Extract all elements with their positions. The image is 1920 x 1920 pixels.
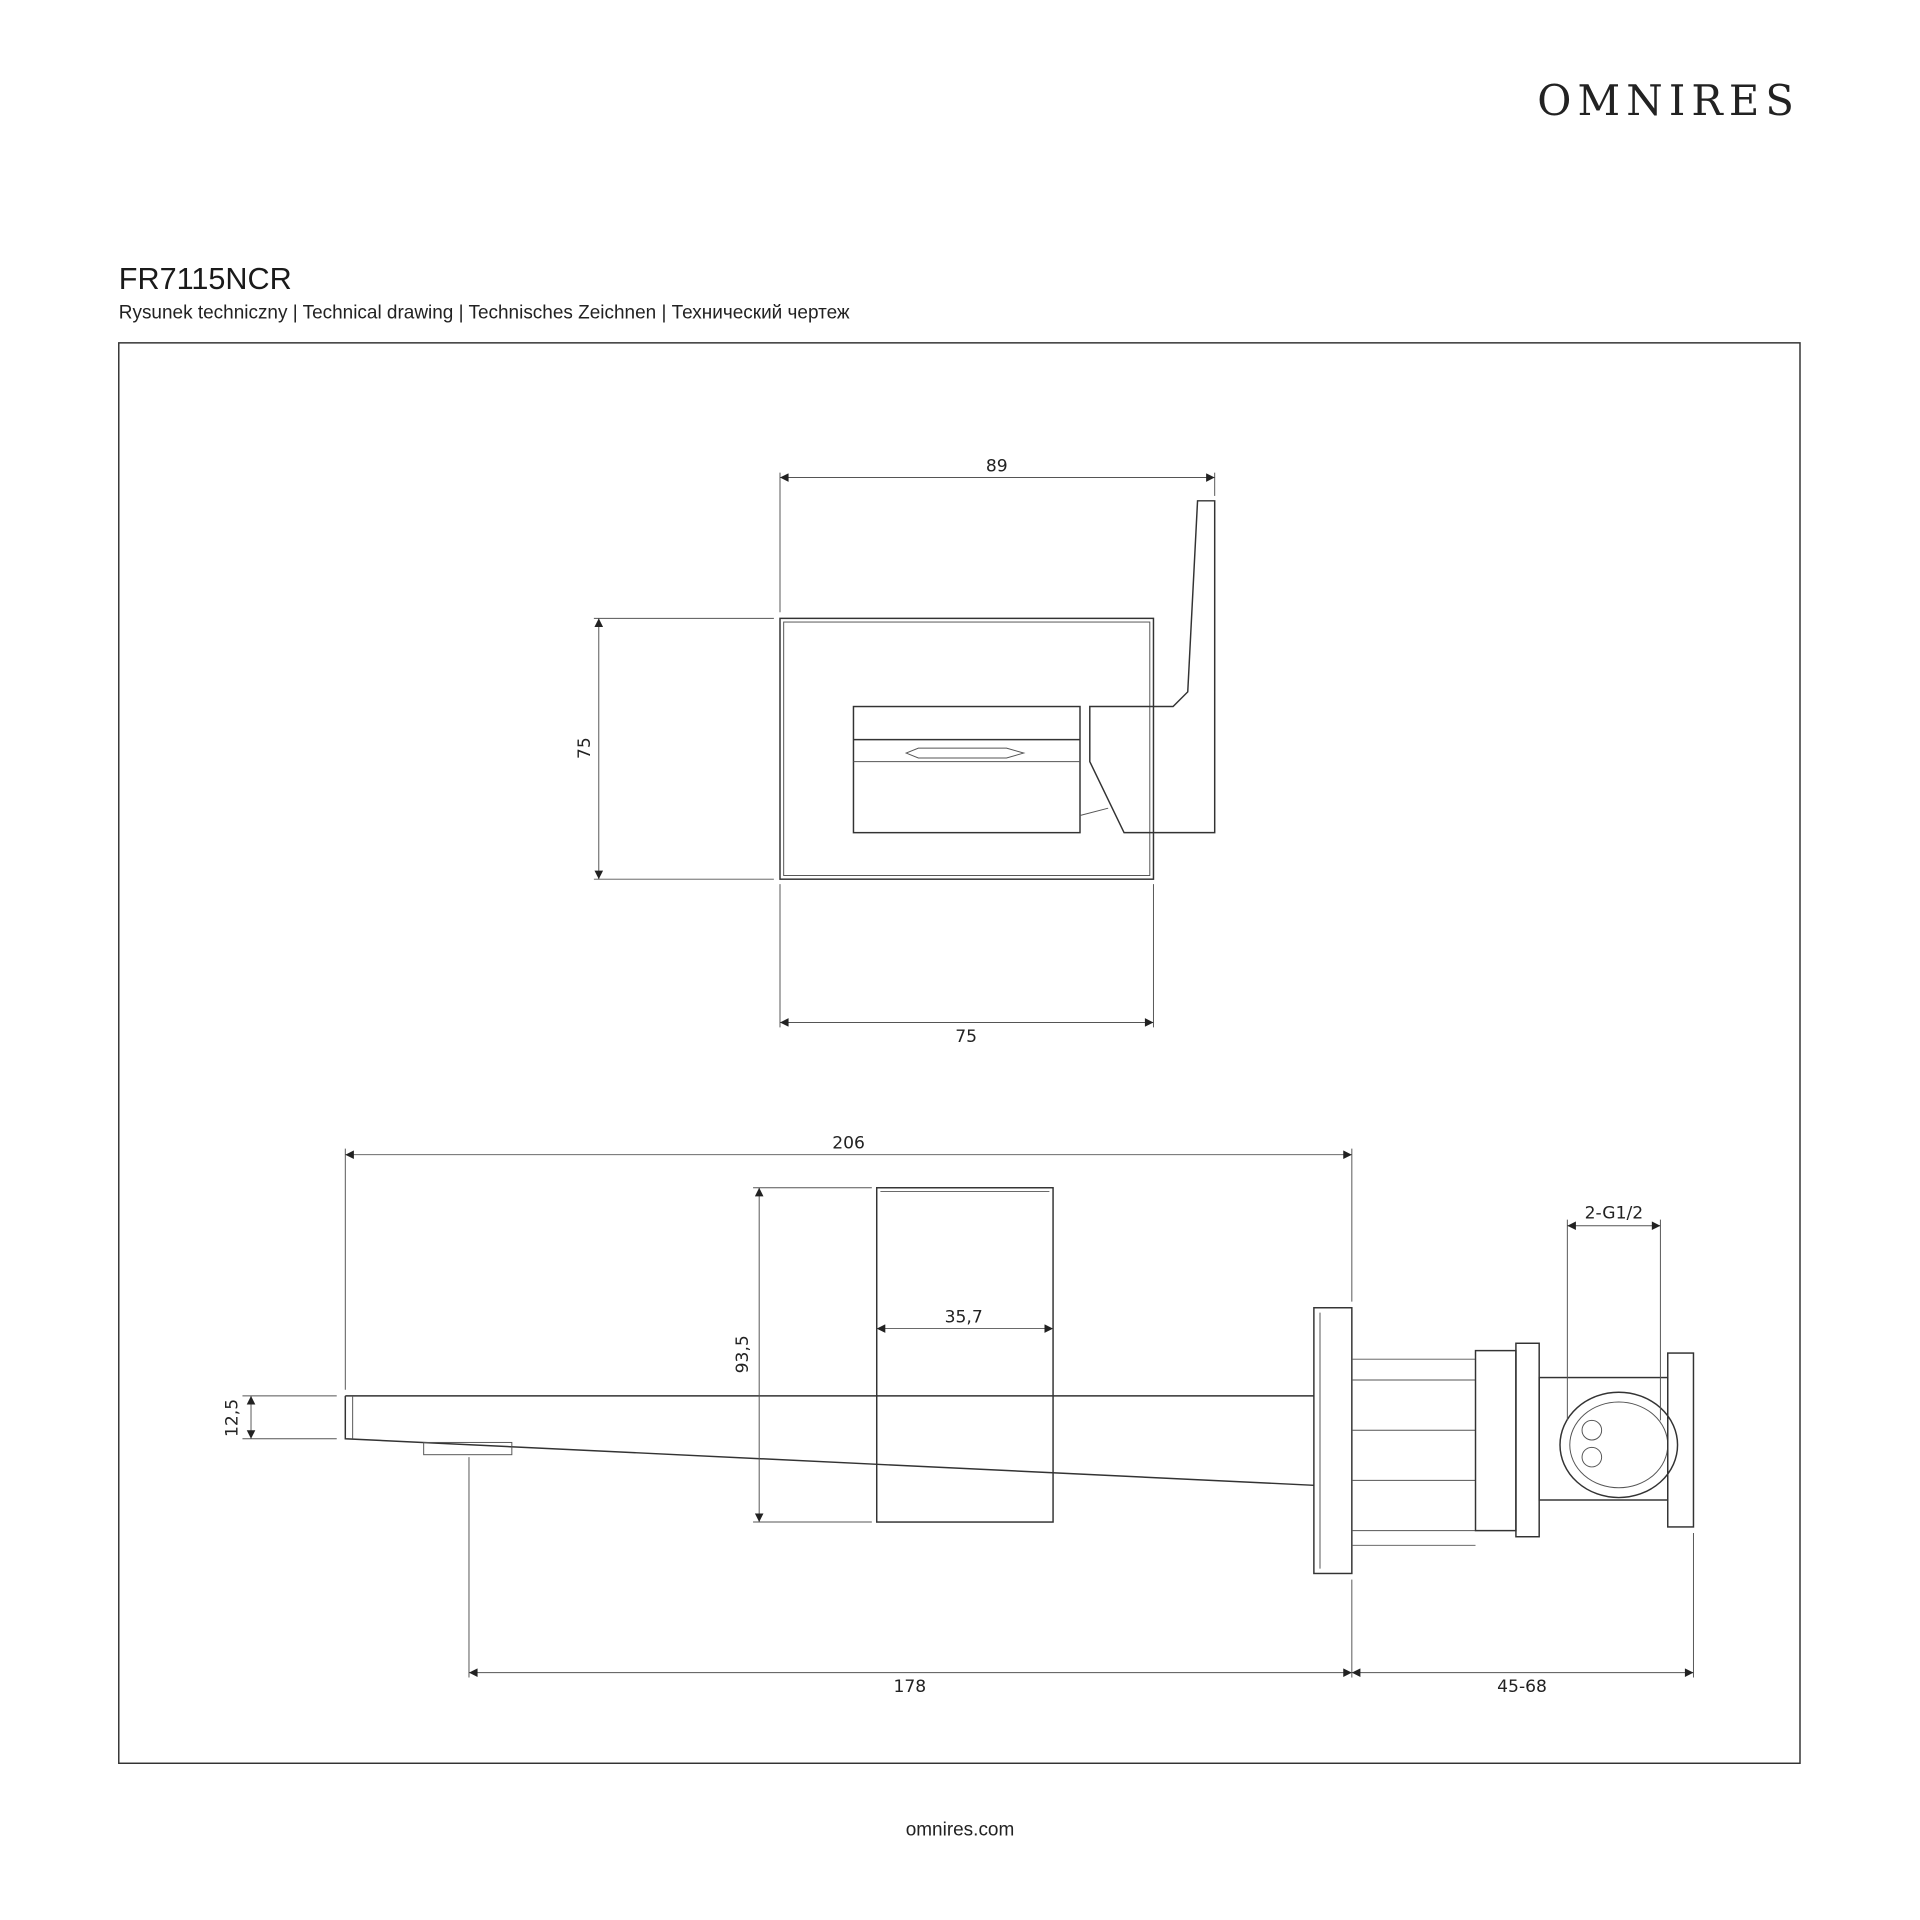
dim-connection: 2-G1/2	[1585, 1203, 1644, 1223]
dim-height: 75	[575, 737, 595, 759]
valve-cartridge	[1559, 1391, 1679, 1499]
dim-width-overall: 89	[986, 456, 1008, 476]
cover-plate	[779, 617, 1155, 880]
drawing-frame	[118, 342, 1801, 1764]
aerator-side	[423, 1441, 513, 1456]
mounting-rods	[1351, 1358, 1476, 1546]
mixer-body	[876, 1187, 1054, 1523]
handle-lever	[1089, 500, 1216, 834]
top-view: 89 75 75	[575, 456, 1216, 1047]
omnires-logo: OMNIRES	[1537, 76, 1800, 125]
dim-body-width: 35,7	[945, 1307, 983, 1327]
valve-body	[1538, 1376, 1669, 1501]
nut	[1474, 1349, 1517, 1532]
dim-wall-depth: 45-68	[1497, 1677, 1547, 1697]
dim-spout-height: 12,5	[223, 1399, 243, 1437]
rear-flange	[1667, 1352, 1695, 1528]
dim-width-plate: 75	[955, 1027, 977, 1047]
dim-projection: 178	[893, 1677, 926, 1697]
wall-flange	[1313, 1307, 1353, 1575]
side-view: 206 93,5 35,7 12,5 2-G1/2 178 45-68	[223, 1134, 1695, 1697]
footer-url[interactable]: omnires.com	[906, 1820, 1015, 1841]
spout-front	[852, 705, 1081, 834]
product-code: FR7115NCR	[119, 262, 292, 296]
spout	[344, 1395, 1314, 1487]
aerator	[904, 747, 1026, 759]
dim-length-overall: 206	[832, 1134, 865, 1154]
drawing-subtitle: Rysunek techniczny | Technical drawing |…	[119, 302, 850, 323]
dim-body-height: 93,5	[733, 1335, 753, 1373]
